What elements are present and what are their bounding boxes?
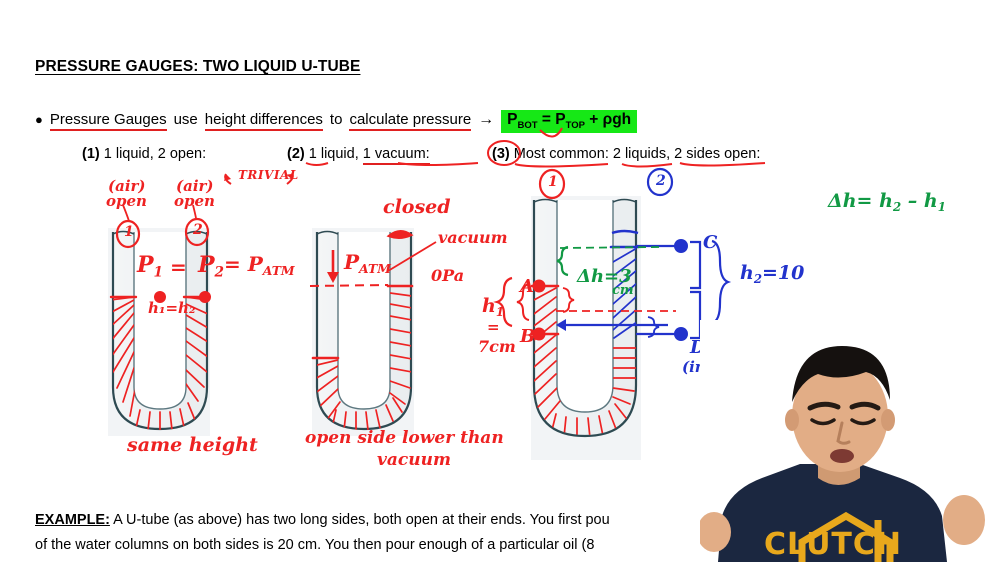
diagram-1-group (108, 172, 294, 436)
circle-label-2b: 2 (656, 173, 666, 189)
diagram-3-group (493, 167, 732, 460)
label-point-c: C (703, 232, 718, 253)
case-text-2: 1 liquid, (308, 146, 363, 162)
bullet-text-part5: calculate pressure (349, 111, 472, 131)
case-text-2b: 1 vacuum: (362, 146, 430, 165)
label-h2: h2=10 (740, 262, 805, 286)
point-marker-1-right (199, 291, 211, 303)
right-arrow-icon: → (478, 111, 495, 128)
label-point-a: A (520, 276, 534, 297)
label-delta-h-unit: cm (612, 283, 634, 298)
annotation-air-right-bottom: open (174, 192, 215, 210)
label-h1-value: 7cm (478, 337, 516, 356)
shirt (718, 464, 947, 562)
circle-label-1a: 1 (124, 224, 134, 240)
annotation-air-right-top: (air) (176, 177, 214, 195)
case-text-1: 1 liquid, 2 open: (103, 146, 207, 162)
case-text-3: Most common: 2 liquids, 2 sides open: (513, 146, 761, 162)
point-marker-c (674, 239, 688, 253)
bullet-line: ● Pressure Gauges use height differences… (35, 110, 638, 134)
annotation-zero-pa: 0Pa (431, 266, 465, 285)
caption-open-side-line1: open side lower than (305, 428, 504, 448)
label-delta-h: Δh=3 (577, 266, 632, 287)
bullet-text-part1: Pressure Gauges (49, 111, 167, 131)
annotation-closed: closed (383, 196, 451, 218)
annotation-air-left-top: (air) (108, 177, 146, 195)
annotation-air-left-bottom: open (106, 192, 147, 210)
caption-same-height: same height (127, 434, 258, 456)
annotation-patm-1: = PATM (224, 252, 295, 278)
case-number-2: (2) (287, 146, 305, 162)
annotation-equals-1: = (170, 255, 187, 279)
example-paragraph: EXAMPLE: A U-tube (as above) has two lon… (35, 508, 735, 558)
clutch-logo (798, 511, 894, 562)
bullet-text-part2: use (173, 111, 198, 128)
presenter-illustration: CLUTCH (700, 320, 1000, 562)
case-label-1: (1) 1 liquid, 2 open: (82, 146, 206, 162)
hair (792, 346, 890, 402)
head (792, 360, 888, 472)
example-label: EXAMPLE: (35, 512, 110, 528)
example-line-1: A U-tube (as above) has two long sides, … (109, 512, 610, 528)
hand-left (700, 512, 731, 552)
case-label-3: (3) Most common: 2 liquids, 2 sides open… (492, 146, 760, 162)
formula-delta-h: Δh= h2 – h1 (828, 190, 946, 214)
annotation-h1-equals-h2: h₁=h₂ (148, 299, 196, 317)
presenter-video[interactable]: CLUTCH (700, 320, 1000, 562)
circle-label-2a: 2 (193, 222, 203, 238)
example-line-2: of the water columns on both sides is 20… (35, 537, 595, 553)
shirt-logo-text: CLUTCH (764, 527, 902, 562)
case-label-2: (2) 1 liquid, 1 vacuum: (287, 146, 430, 165)
annotation-trivial: TRIVIAL (238, 168, 299, 182)
bullet-dot: ● (35, 112, 43, 127)
point-marker-a (532, 279, 546, 293)
caption-open-side-line2: vacuum (377, 450, 451, 470)
point-marker-d (674, 327, 688, 341)
page-title: PRESSURE GAUGES: TWO LIQUID U-TUBE (35, 58, 361, 75)
bullet-text-part4: to (329, 111, 343, 128)
annotation-p2: P2 (198, 252, 225, 281)
circle-label-1b: 1 (548, 174, 558, 190)
label-h1: h1 (482, 295, 505, 319)
case-number-3: (3) (492, 146, 510, 162)
annotation-patm-2: PATM (344, 250, 391, 276)
annotation-vacuum: vacuum (438, 228, 508, 247)
bullet-text-part3: height differences (204, 111, 323, 131)
annotation-p1: P1 (137, 252, 164, 281)
label-point-b: B (520, 326, 536, 347)
pressure-formula: PBOT = PTOP + ρgh (501, 110, 638, 134)
label-h1-equals: = (487, 318, 500, 336)
hand-right (943, 495, 985, 545)
case-number-1: (1) (82, 146, 100, 162)
